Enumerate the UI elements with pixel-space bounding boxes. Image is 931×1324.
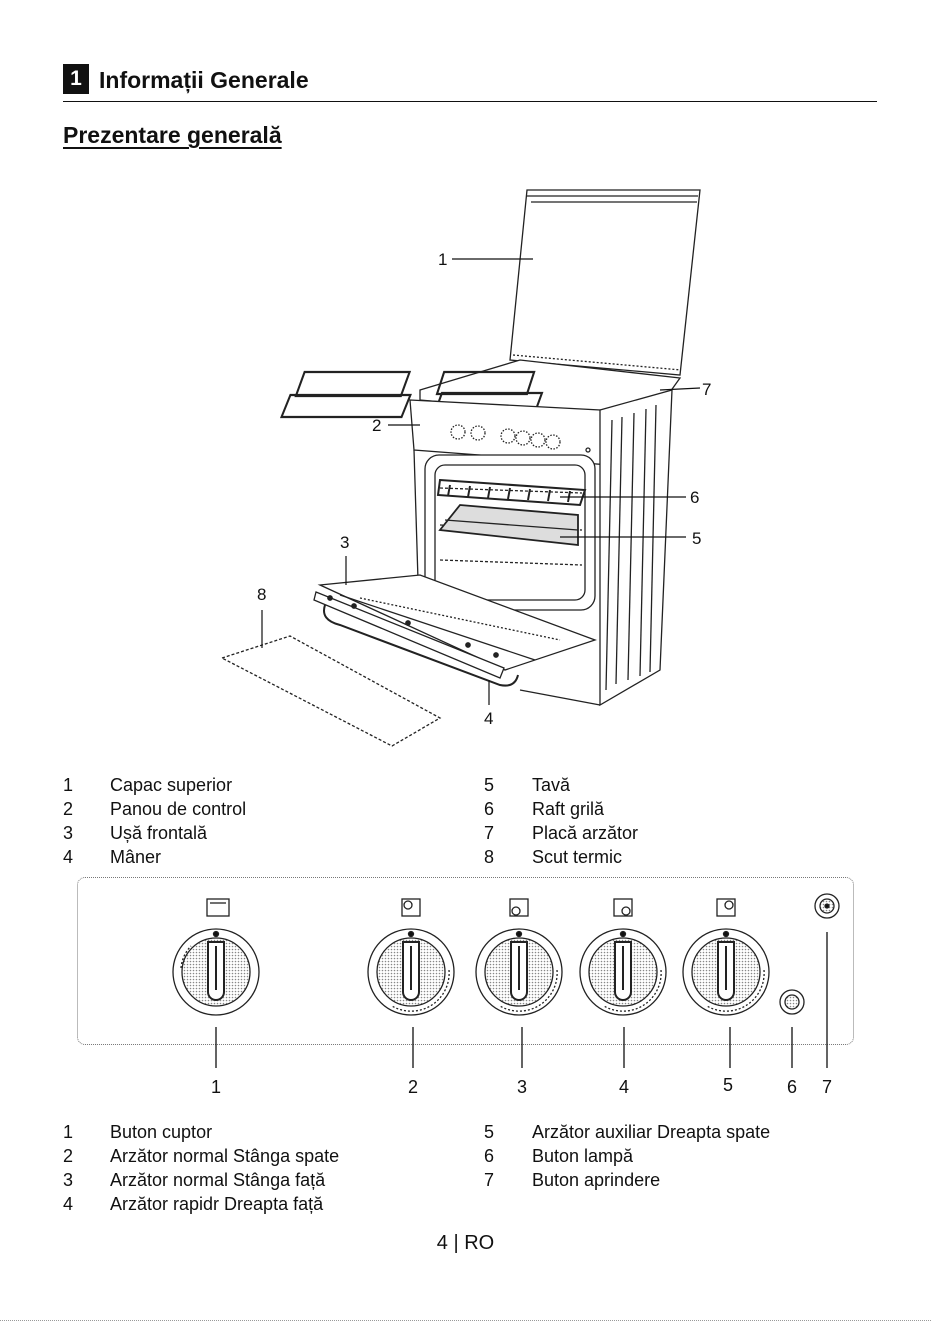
page-footer: 4 | RO [436,1232,495,1254]
control-legend-label: Arzător normal Stânga spate [110,1146,340,1166]
section-divider [63,101,877,102]
control-number: 3 [516,1077,527,1097]
control-legend-number: 1 [63,1122,74,1142]
control-legend-number: 6 [484,1146,495,1166]
ignition-button-icon [814,893,840,919]
part-number: 7 [484,823,495,843]
control-number: 5 [722,1075,733,1095]
part-number: 1 [63,775,74,795]
control-number: 4 [618,1077,629,1097]
part-number: 2 [63,799,74,819]
part-number: 3 [63,823,74,843]
part-number: 6 [484,799,495,819]
page-bottom-rule [0,1320,931,1322]
wire-rack [436,478,587,507]
section-title: Informații Generale [99,67,309,93]
baking-tray [438,504,579,547]
control-legend-number: 7 [484,1170,495,1190]
callout-3: 3 [340,533,349,552]
callout-6: 6 [690,488,699,507]
rear-right-symbol-icon [716,898,736,917]
control-panel-illustration [172,893,840,1068]
callout-4: 4 [484,709,493,728]
control-legend-label: Buton aprindere [532,1170,661,1190]
control-number: 6 [786,1077,797,1097]
part-label: Scut termic [532,847,623,867]
part-label: Raft grilă [532,799,605,819]
control-legend-label: Arzător normal Stânga față [110,1170,326,1190]
part-label: Panou de control [110,799,247,819]
part-number: 4 [63,847,74,867]
callout-5: 5 [692,529,701,548]
burner-knob-front-right [579,928,667,1016]
control-number: 2 [407,1077,418,1097]
part-label: Tavă [532,775,571,795]
oven-door [313,574,597,679]
cooker-body [413,389,673,707]
oven-knob [172,928,260,1016]
callout-1: 1 [438,250,447,269]
burner-knob-rear-right [682,928,770,1016]
callout-2: 2 [372,416,381,435]
part-number: 8 [484,847,495,867]
heat-shield [220,635,442,747]
control-number: 7 [821,1077,832,1097]
part-label: Ușă frontală [110,823,208,843]
part-label: Placă arzător [532,823,639,843]
top-lid [509,189,701,376]
control-legend-number: 5 [484,1122,495,1142]
front-right-symbol-icon [613,898,633,917]
control-panel-frame [77,877,854,1045]
control-legend-label: Arzător auxiliar Dreapta spate [532,1122,771,1142]
part-label: Mâner [110,847,162,867]
lamp-button-icon [779,989,805,1015]
oven-symbol-icon [206,898,230,917]
control-legend-number: 3 [63,1170,74,1190]
section-number-badge: 1 [63,64,89,94]
control-legend-label: Buton lampă [532,1146,634,1166]
rear-left-symbol-icon [401,898,421,917]
door-handle [323,604,519,687]
callout-7: 7 [702,380,711,399]
control-legend-label: Arzător rapidr Dreapta față [110,1194,324,1214]
part-label: Capac superior [110,775,233,795]
front-left-symbol-icon [509,898,529,917]
part-number: 5 [484,775,495,795]
page-subtitle: Prezentare generală [63,122,282,148]
control-legend-number: 2 [63,1146,74,1166]
callout-8: 8 [257,585,266,604]
control-number: 1 [210,1077,221,1097]
control-legend-number: 4 [63,1194,74,1214]
burner-knob-front-left [475,928,563,1016]
cooker-illustration: 1 2 3 4 5 6 7 8 [220,189,711,747]
door-screws [327,595,499,658]
control-legend-label: Buton cuptor [110,1122,213,1142]
burner-knob-rear-left [367,928,455,1016]
